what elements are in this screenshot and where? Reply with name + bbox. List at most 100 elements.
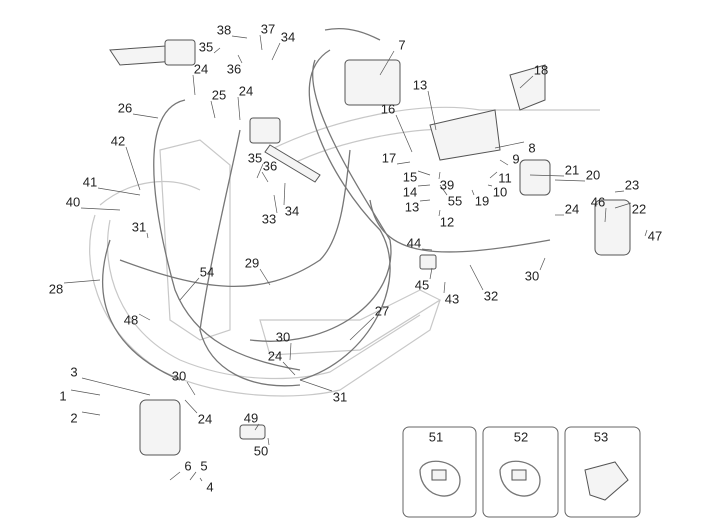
leader-line [283,182,286,206]
inset-label-53: 53 [594,430,608,445]
leader-line [63,279,101,284]
callout-18: 18 [534,63,548,78]
callout-43: 43 [445,292,459,307]
wheel-sensor-53 [584,461,629,501]
leader-line [125,146,141,191]
leader-line [210,100,216,119]
callout-35: 35 [248,151,262,166]
callout-33: 33 [262,212,276,227]
callout-48: 48 [124,313,138,328]
leader-line [396,161,411,165]
callout-1: 1 [59,389,66,404]
leader-line [494,141,525,149]
leader-line [419,199,431,202]
leader-line [132,113,159,119]
callout-46: 46 [591,195,605,210]
callout-29: 29 [245,256,259,271]
leader-line [529,174,565,177]
leader-line [443,281,446,294]
callout-40: 40 [66,195,80,210]
components [109,39,631,456]
callout-42: 42 [111,134,125,149]
callout-54: 54 [200,265,214,280]
leader-line [604,207,607,223]
callout-35: 35 [199,40,213,55]
abs-modulator [344,59,401,106]
inset-panels: 51 52 53 [402,426,641,518]
callout-15: 15 [403,170,417,185]
leader-line [487,184,493,187]
leader-line [254,423,260,431]
abs-bracket [429,109,501,161]
callout-30: 30 [525,269,539,284]
leader-line [169,471,181,481]
callout-17: 17 [382,151,396,166]
callout-38: 38 [217,23,231,38]
callout-47: 47 [648,229,662,244]
callout-30: 30 [172,369,186,384]
rear-caliper [519,159,551,196]
clip-52-tab [511,469,527,481]
inset-label-52: 52 [514,430,528,445]
leader-line [70,389,101,396]
leader-line [213,47,221,54]
leader-line [237,54,243,64]
sensor [419,254,437,270]
callout-12: 12 [440,215,454,230]
leader-line [438,209,441,217]
leader-line [256,163,264,179]
leader-line [184,399,198,414]
leader-line [289,342,292,361]
callout-14: 14 [403,185,417,200]
leader-line [519,75,534,89]
leader-line [259,268,271,286]
clip-51 [419,460,461,497]
leader-line [471,189,475,196]
callout-10: 10 [493,185,507,200]
callout-24: 24 [268,349,282,364]
callout-13: 13 [413,78,427,93]
leader-line [192,74,196,96]
callout-34: 34 [285,204,299,219]
leader-line [267,437,270,446]
leader-line [97,187,141,196]
callout-5: 5 [200,459,207,474]
leader-line [237,96,241,121]
inset-label-51: 51 [429,430,443,445]
callout-24: 24 [565,202,579,217]
caliper-bracket [594,199,631,256]
leader-line [429,267,433,280]
leader-line [80,207,121,211]
abs-cover [509,64,546,111]
callout-13: 13 [405,200,419,215]
callout-50: 50 [254,444,268,459]
scooter-frame [89,106,600,397]
leader-line [554,179,586,182]
callout-31: 31 [333,390,347,405]
callout-37: 37 [261,22,275,37]
leader-line [261,171,269,183]
leader-line [81,411,101,416]
leader-line [438,171,441,180]
callout-49: 49 [244,411,258,426]
leader-lines [63,34,648,482]
callout-39: 39 [440,178,454,193]
leader-line [179,277,200,301]
leader-line [469,264,484,291]
leader-line [273,194,278,214]
callout-28: 28 [49,282,63,297]
master-cylinder-left [164,39,196,66]
callout-30: 30 [276,330,290,345]
callout-32: 32 [484,289,498,304]
callout-9: 9 [512,152,519,167]
callout-55: 55 [448,194,462,209]
leader-line [417,184,431,187]
callout-24: 24 [198,412,212,427]
callout-20: 20 [586,168,600,183]
leader-line [439,184,448,196]
leader-line [395,114,413,153]
callout-7: 7 [398,38,405,53]
